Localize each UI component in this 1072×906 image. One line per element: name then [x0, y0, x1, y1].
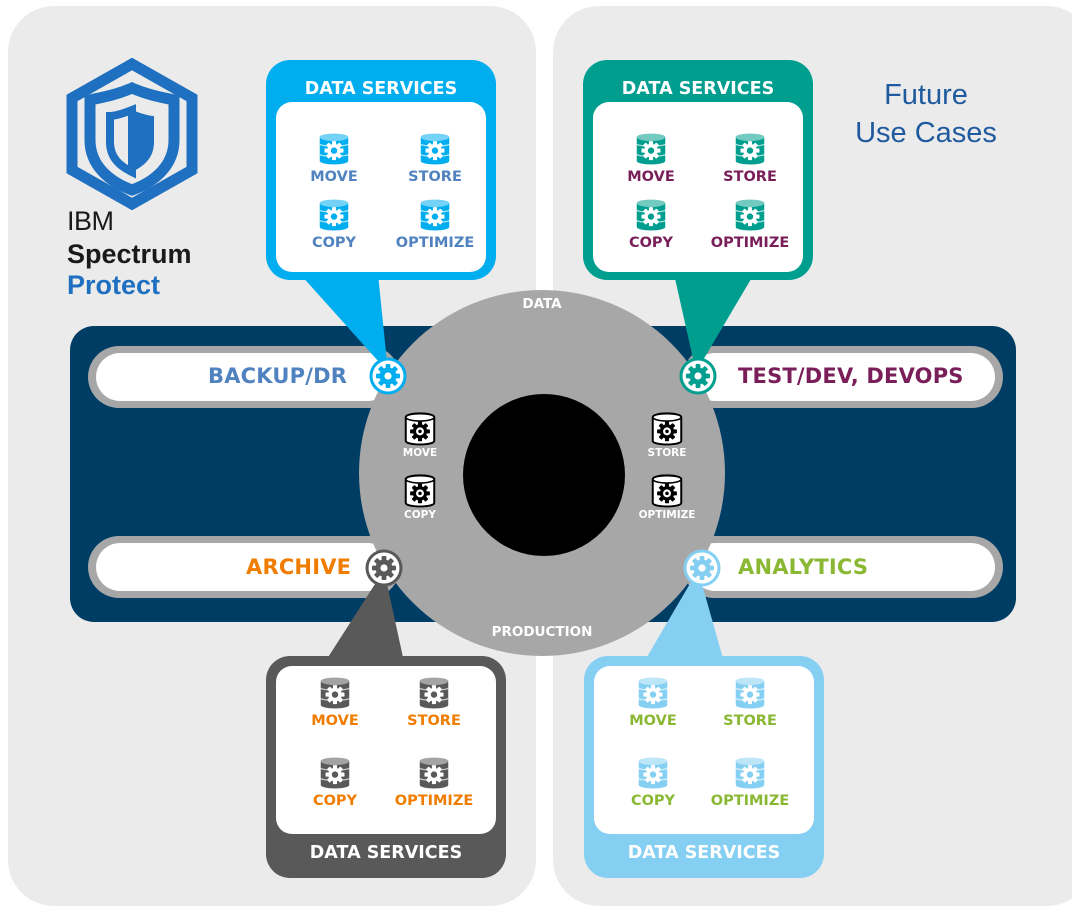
service-move: MOVE — [287, 674, 383, 729]
database-gear-icon — [415, 196, 455, 234]
ibm-spectrum-protect-shield-icon — [66, 58, 198, 210]
logo-line-spectrum: Spectrum — [67, 239, 192, 269]
test-dev-bar[interactable] — [683, 346, 1003, 408]
analytics-gear-icon[interactable] — [682, 548, 722, 588]
service-move: MOVE — [603, 130, 699, 185]
analytics-label: ANALYTICS — [738, 555, 869, 579]
database-gear-icon — [414, 674, 454, 712]
backup-data-services-card: DATA SERVICES — [266, 60, 496, 280]
service-optimize: OPTIMIZE — [702, 196, 798, 251]
backup-dr-label: BACKUP/DR — [208, 364, 348, 388]
service-move: MOVE — [605, 674, 701, 729]
archive-bar[interactable] — [88, 536, 400, 598]
ring-service-store: STORE — [627, 410, 707, 459]
service-copy: COPY — [286, 196, 382, 251]
analytics-card-tail — [644, 570, 724, 662]
test-dev-label: TEST/DEV, DEVOPS — [738, 364, 964, 388]
logo-line-protect: Protect — [67, 270, 161, 300]
backup-card-tail — [300, 274, 388, 372]
service-label: COPY — [311, 235, 357, 251]
ring-service-label: COPY — [404, 509, 436, 521]
card-body — [276, 102, 486, 272]
archive-label: ARCHIVE — [246, 555, 352, 579]
service-label: COPY — [628, 235, 674, 251]
testdev-gear-icon[interactable] — [678, 356, 718, 396]
ring-service-move: MOVE — [380, 410, 460, 459]
service-store: STORE — [702, 674, 798, 729]
future-line-1: Future — [884, 79, 968, 111]
service-label: OPTIMIZE — [395, 235, 475, 251]
future-line-2: Use Cases — [855, 117, 997, 149]
service-copy: COPY — [603, 196, 699, 251]
backup-gear-icon[interactable] — [368, 356, 408, 396]
analytics-bar[interactable] — [683, 536, 1003, 598]
service-label: MOVE — [311, 713, 359, 729]
card-title: DATA SERVICES — [621, 79, 775, 99]
database-gear-icon — [633, 674, 673, 712]
database-gear-icon — [730, 674, 770, 712]
service-copy: COPY — [287, 754, 383, 809]
service-label: OPTIMIZE — [394, 793, 474, 809]
ring-center — [463, 394, 625, 556]
backup-dr-bar[interactable] — [88, 346, 400, 408]
card-title: DATA SERVICES — [627, 843, 781, 863]
card-body — [594, 666, 814, 834]
archive-bar-inner — [96, 543, 392, 591]
service-label: STORE — [407, 713, 461, 729]
card-title: DATA SERVICES — [304, 79, 458, 99]
ring-service-copy: COPY — [380, 472, 460, 521]
archive-gear-icon[interactable] — [364, 548, 404, 588]
analytics-bar-inner — [691, 543, 995, 591]
service-label: STORE — [723, 169, 777, 185]
service-label: OPTIMIZE — [710, 235, 790, 251]
database-gear-icon — [631, 130, 671, 168]
card-title: DATA SERVICES — [309, 843, 463, 863]
service-store: STORE — [702, 130, 798, 185]
service-move: MOVE — [286, 130, 382, 185]
service-optimize: OPTIMIZE — [386, 754, 482, 809]
database-gear-icon — [315, 754, 355, 792]
ring-service-optimize: OPTIMIZE — [627, 472, 707, 521]
database-gear-icon — [633, 754, 673, 792]
ring-service-label: STORE — [647, 447, 687, 459]
service-label: OPTIMIZE — [710, 793, 790, 809]
service-copy: COPY — [605, 754, 701, 809]
service-label: MOVE — [629, 713, 677, 729]
backup-dr-bar-inner — [96, 353, 392, 401]
card-connectors — [300, 274, 754, 662]
test-dev-bar-inner — [691, 353, 995, 401]
service-optimize: OPTIMIZE — [702, 754, 798, 809]
service-label: MOVE — [627, 169, 675, 185]
ring-bottom-label: PRODUCTION — [491, 624, 593, 640]
database-gear-icon — [730, 130, 770, 168]
database-gear-icon — [315, 674, 355, 712]
ring-service-label: OPTIMIZE — [638, 509, 696, 521]
service-optimize: OPTIMIZE — [387, 196, 483, 251]
service-store: STORE — [387, 130, 483, 185]
database-gear-icon — [730, 196, 770, 234]
service-label: STORE — [723, 713, 777, 729]
database-gear-icon — [730, 754, 770, 792]
database-gear-icon — [314, 130, 354, 168]
archive-card-tail — [325, 570, 404, 662]
ring-service-label: MOVE — [402, 447, 438, 459]
service-label: COPY — [312, 793, 358, 809]
logo-line-ibm: IBM — [67, 206, 114, 236]
testdev-card-tail — [674, 274, 754, 372]
service-label: MOVE — [310, 169, 358, 185]
card-body — [276, 666, 496, 834]
analytics-data-services-card: DATA SERVICES — [584, 656, 824, 878]
testdev-data-services-card: DATA SERVICES — [583, 60, 813, 280]
service-store: STORE — [386, 674, 482, 729]
archive-data-services-card: DATA SERVICES — [266, 656, 506, 878]
future-use-cases-text: Future Use Cases — [842, 76, 1010, 152]
database-gear-icon — [414, 754, 454, 792]
database-gear-icon — [631, 196, 671, 234]
ring-top-label: DATA — [522, 296, 562, 312]
service-label: STORE — [408, 169, 462, 185]
database-gear-icon — [415, 130, 455, 168]
service-label: COPY — [630, 793, 676, 809]
database-gear-icon — [314, 196, 354, 234]
card-body — [593, 102, 803, 272]
